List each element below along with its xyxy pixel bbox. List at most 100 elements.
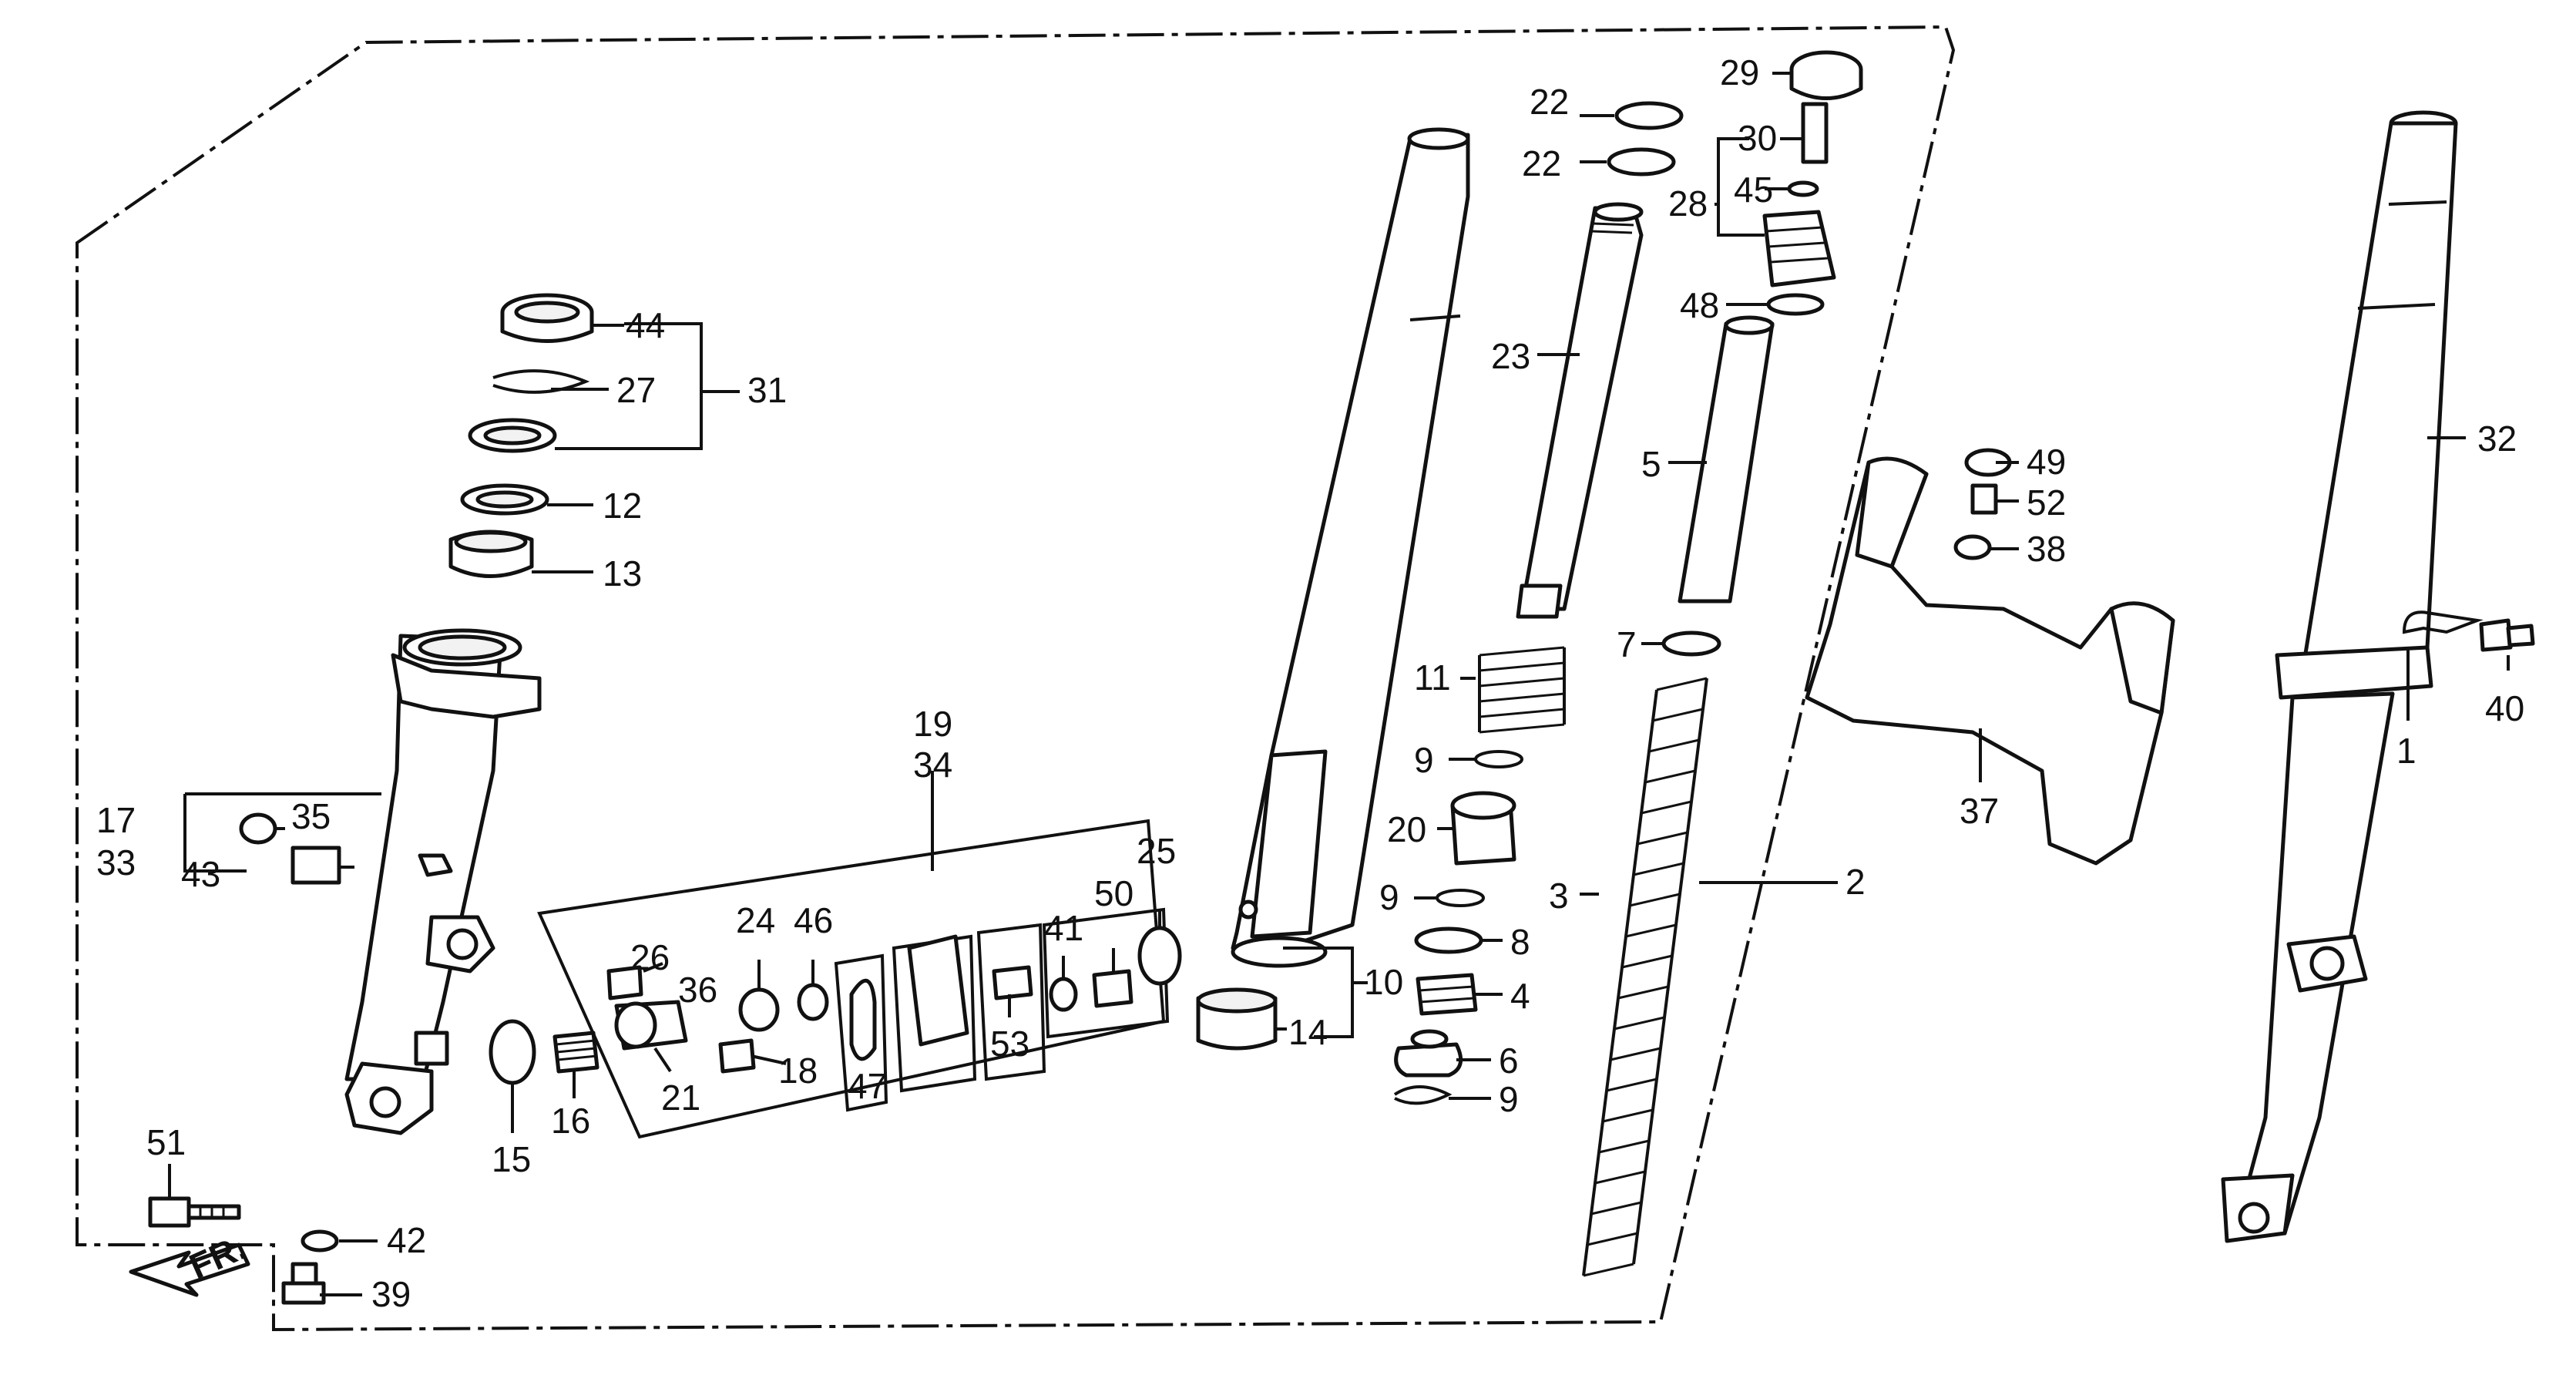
ring-22b — [1607, 147, 1676, 177]
callout-50: 50 — [1094, 873, 1134, 913]
clip-9c — [1393, 1085, 1453, 1105]
callout-7: 7 — [1617, 624, 1637, 664]
callout-15: 15 — [492, 1139, 531, 1179]
callout-36: 36 — [678, 970, 717, 1010]
callout-42: 42 — [387, 1220, 426, 1260]
inner-tube-10 — [1231, 127, 1470, 968]
callout-5: 5 — [1641, 444, 1661, 484]
bolt-30 — [1801, 102, 1829, 164]
bolt-39 — [281, 1262, 326, 1305]
callout-24: 24 — [736, 900, 775, 940]
clamp-1 — [2402, 610, 2484, 634]
washer-41 — [1049, 977, 1078, 1012]
callout-8: 8 — [1510, 922, 1530, 962]
callout-21: 21 — [661, 1078, 700, 1118]
callout-48: 48 — [1680, 285, 1719, 325]
callout-34: 34 — [913, 745, 952, 785]
housing-plate — [907, 934, 969, 1047]
callout-2: 2 — [1846, 862, 1866, 902]
washer-8 — [1414, 926, 1483, 954]
callout-39: 39 — [371, 1274, 411, 1314]
callout-18: 18 — [778, 1051, 818, 1091]
callout-14: 14 — [1288, 1012, 1328, 1052]
callout-9a: 9 — [1414, 740, 1434, 780]
bushing-43 — [291, 846, 341, 885]
leader-lines — [168, 72, 2510, 1296]
callout-4: 4 — [1510, 976, 1530, 1016]
callout-30: 30 — [1738, 118, 1777, 158]
damper-rod-23 — [1516, 202, 1644, 619]
callout-labels: 44 27 31 12 13 17 33 35 43 51 42 39 15 1… — [96, 52, 2524, 1314]
callout-52: 52 — [2027, 483, 2066, 523]
callout-11: 11 — [1414, 657, 1451, 698]
callout-10: 10 — [1364, 962, 1403, 1002]
callout-40: 40 — [2485, 688, 2524, 728]
bolt-40 — [2479, 618, 2535, 652]
bolt-50 — [1092, 969, 1134, 1008]
washer-7 — [1661, 630, 1721, 657]
callout-17: 17 — [96, 800, 136, 840]
callout-9c: 9 — [1499, 1079, 1519, 1119]
callout-32: 32 — [2477, 419, 2517, 459]
callout-20: 20 — [1387, 809, 1426, 849]
callout-29: 29 — [1720, 52, 1759, 92]
callout-27: 27 — [616, 370, 656, 410]
callout-31: 31 — [747, 370, 787, 410]
fork-spring-3 — [1582, 677, 1708, 1277]
pin-36 — [606, 965, 643, 1000]
callout-28: 28 — [1668, 183, 1708, 224]
tube-5 — [1678, 315, 1775, 604]
piston-4 — [1416, 973, 1478, 1016]
callout-6: 6 — [1499, 1041, 1519, 1081]
callout-1: 1 — [2396, 731, 2416, 771]
front-direction-arrow: FR. — [129, 1226, 252, 1297]
callout-41: 41 — [1044, 908, 1083, 948]
callout-16: 16 — [551, 1101, 590, 1141]
collar-20 — [1450, 791, 1516, 866]
callout-22a: 22 — [1530, 82, 1569, 122]
washer-24 — [738, 987, 780, 1032]
washer-38 — [1953, 534, 1992, 560]
callout-37: 37 — [1960, 791, 1999, 831]
bolt-52 — [1970, 483, 1998, 515]
callout-51: 51 — [146, 1122, 186, 1162]
right-fork-assembly-32 — [2221, 110, 2458, 1243]
callout-33: 33 — [96, 842, 136, 883]
clip-9b — [1436, 889, 1485, 907]
callout-26: 26 — [630, 937, 670, 977]
callout-25: 25 — [1137, 831, 1176, 871]
callout-23: 23 — [1491, 336, 1530, 376]
assembly-frame — [76, 25, 1956, 1332]
callout-3: 3 — [1549, 876, 1569, 916]
collar-35 — [239, 812, 277, 845]
plate-15 — [489, 1019, 536, 1085]
callout-35: 35 — [291, 796, 331, 836]
left-fork-slider — [344, 628, 542, 1135]
spring-11 — [1478, 646, 1566, 734]
callout-47: 47 — [848, 1066, 887, 1106]
gasket-47 — [849, 978, 877, 1061]
callout-9b: 9 — [1379, 877, 1399, 917]
seal-25 — [1137, 926, 1182, 986]
cap-28 — [1762, 210, 1836, 287]
washer-42 — [301, 1229, 339, 1253]
callout-49: 49 — [2027, 442, 2066, 482]
callout-38: 38 — [2027, 529, 2066, 569]
oring-46 — [797, 983, 829, 1021]
bolt-51 — [148, 1196, 241, 1228]
callout-22b: 22 — [1522, 143, 1561, 183]
bolt-53 — [992, 965, 1033, 1000]
clip-9a — [1474, 750, 1523, 768]
pin-18 — [718, 1038, 756, 1074]
callout-19: 19 — [913, 704, 952, 744]
bushing-14 — [1196, 987, 1278, 1051]
callout-45: 45 — [1734, 170, 1773, 210]
callout-46: 46 — [794, 900, 833, 940]
callout-43: 43 — [181, 854, 220, 894]
callout-44: 44 — [626, 305, 665, 345]
callout-53: 53 — [990, 1024, 1029, 1064]
ring-22a — [1614, 101, 1684, 130]
fork-bracket-37 — [1805, 456, 2175, 866]
oring-45 — [1787, 180, 1819, 197]
